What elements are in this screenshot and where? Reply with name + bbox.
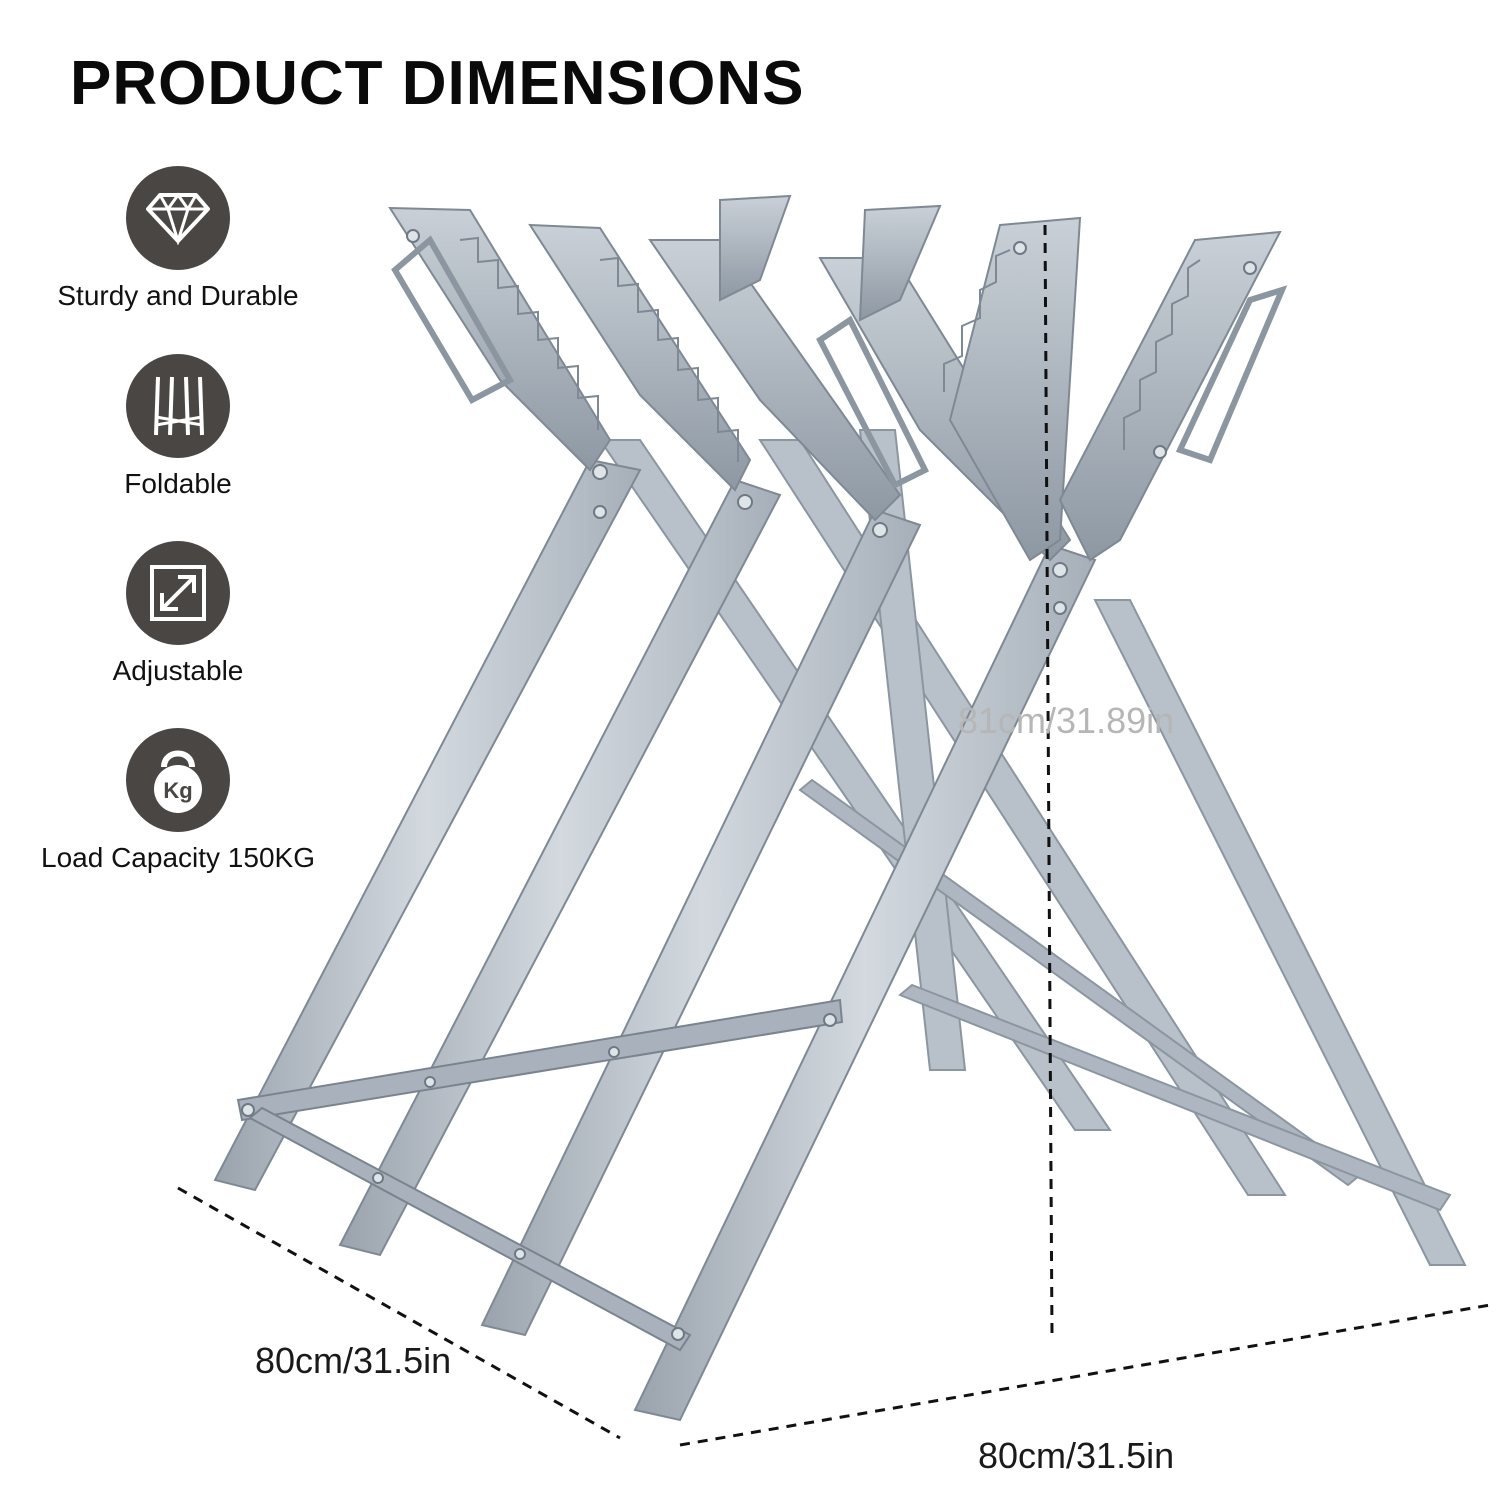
feature-label: Foldable — [124, 468, 232, 499]
kettlebell-icon-text: Kg — [163, 778, 192, 803]
depth-dimension-label: 80cm/31.5in — [255, 1340, 452, 1381]
width-dimension-label: 80cm/31.5in — [978, 1435, 1175, 1476]
diamond-icon — [126, 166, 230, 270]
page-title: PRODUCT DIMENSIONS — [70, 49, 805, 118]
feature-label: Sturdy and Durable — [57, 280, 299, 311]
folding-legs-icon — [126, 354, 230, 458]
height-dimension-label: 81cm/31.89in — [958, 700, 1175, 741]
feature-label: Adjustable — [112, 655, 244, 686]
feature-sturdy: Sturdy and Durable — [0, 166, 356, 312]
feature-load-capacity: Kg Load Capacity 150KG — [0, 728, 356, 874]
kettlebell-icon: Kg — [126, 728, 230, 832]
resize-arrow-icon — [126, 541, 230, 645]
feature-label: Load Capacity 150KG — [41, 842, 315, 873]
feature-foldable: Foldable — [0, 354, 356, 500]
feature-adjustable: Adjustable — [0, 541, 356, 687]
